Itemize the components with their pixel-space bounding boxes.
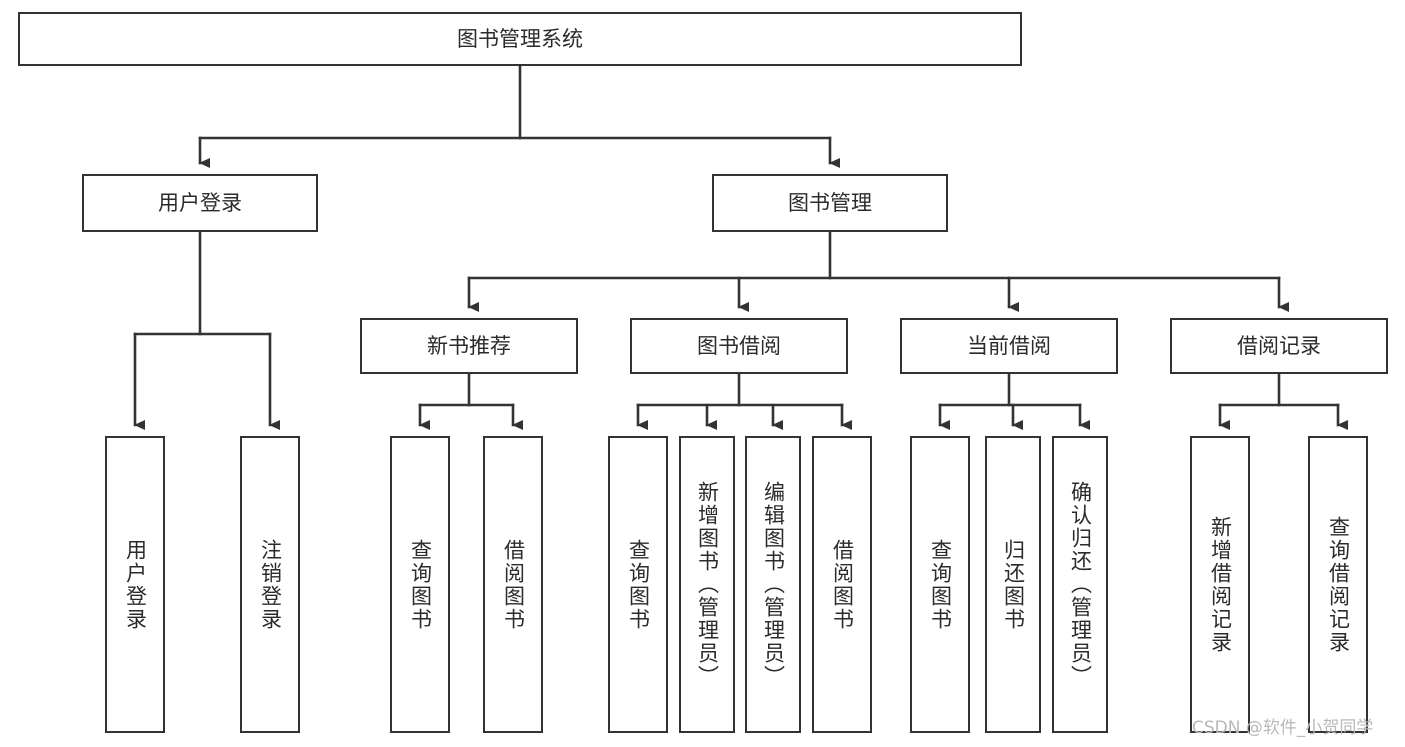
node-box-l3[interactable]: 查询图书: [390, 436, 450, 733]
node-box-l2[interactable]: 注销登录: [240, 436, 300, 733]
node-label-n2: 图书管理: [788, 190, 872, 215]
node-box-l1[interactable]: 用户登录: [105, 436, 165, 733]
node-label-l12: 新增借阅记录: [1208, 515, 1233, 654]
node-label-l8: 借阅图书: [830, 538, 855, 631]
node-box-l10[interactable]: 归还图书: [985, 436, 1041, 733]
node-label-root: 图书管理系统: [457, 26, 583, 51]
node-label-l1: 用户登录: [123, 538, 148, 631]
node-label-l13: 查询借阅记录: [1326, 515, 1351, 654]
node-box-n23[interactable]: 当前借阅: [900, 318, 1118, 374]
node-label-n22: 图书借阅: [697, 333, 781, 358]
node-box-l7[interactable]: 编辑图书（管理员）: [745, 436, 801, 733]
csdn-watermark: CSDN @软件_小贺同学: [1192, 718, 1374, 738]
node-box-root[interactable]: 图书管理系统: [18, 12, 1022, 66]
node-label-n21: 新书推荐: [427, 333, 511, 358]
node-box-n2[interactable]: 图书管理: [712, 174, 948, 232]
node-label-l6: 新增图书（管理员）: [695, 481, 720, 688]
node-box-l4[interactable]: 借阅图书: [483, 436, 543, 733]
node-label-l7: 编辑图书（管理员）: [761, 481, 786, 688]
node-label-l11: 确认归还（管理员）: [1068, 481, 1093, 688]
node-box-l8[interactable]: 借阅图书: [812, 436, 872, 733]
node-box-l12[interactable]: 新增借阅记录: [1190, 436, 1250, 733]
node-label-l5: 查询图书: [626, 538, 651, 631]
node-label-l10: 归还图书: [1001, 538, 1026, 631]
node-box-l11[interactable]: 确认归还（管理员）: [1052, 436, 1108, 733]
node-label-n24: 借阅记录: [1237, 333, 1321, 358]
node-box-n22[interactable]: 图书借阅: [630, 318, 848, 374]
node-label-n1: 用户登录: [158, 190, 242, 215]
node-box-l13[interactable]: 查询借阅记录: [1308, 436, 1368, 733]
node-label-n23: 当前借阅: [967, 333, 1051, 358]
node-box-l5[interactable]: 查询图书: [608, 436, 668, 733]
node-box-l9[interactable]: 查询图书: [910, 436, 970, 733]
node-label-l4: 借阅图书: [501, 538, 526, 631]
node-box-l6[interactable]: 新增图书（管理员）: [679, 436, 735, 733]
node-label-l9: 查询图书: [928, 538, 953, 631]
node-box-n24[interactable]: 借阅记录: [1170, 318, 1388, 374]
node-label-l2: 注销登录: [258, 538, 283, 631]
node-label-l3: 查询图书: [408, 538, 433, 631]
node-box-n21[interactable]: 新书推荐: [360, 318, 578, 374]
node-box-n1[interactable]: 用户登录: [82, 174, 318, 232]
